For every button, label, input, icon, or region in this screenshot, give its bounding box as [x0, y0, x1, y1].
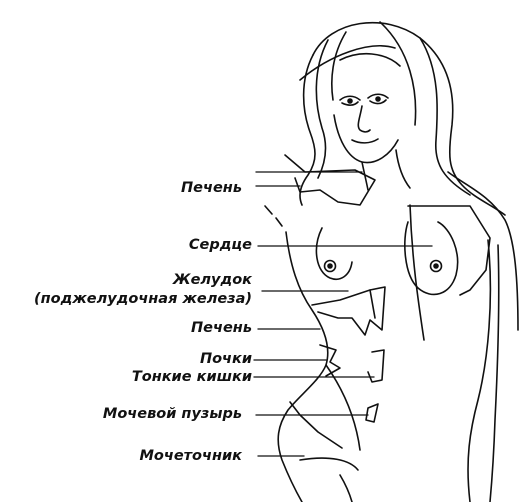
label-liver: Печень	[191, 320, 252, 337]
label-small-intestine: Тонкие кишки	[132, 369, 252, 386]
label-ureter: Мочеточник	[139, 448, 242, 465]
hair-outline	[300, 22, 505, 215]
face-outline	[334, 94, 410, 190]
leader-lines	[254, 172, 432, 456]
label-kidneys: Почки	[200, 351, 252, 368]
label-liver-top: Печень	[181, 180, 242, 197]
organ-outlines	[285, 155, 490, 448]
label-bladder: Мочевой пузырь	[103, 406, 242, 423]
label-pancreas: (поджелудочная железа)	[34, 291, 252, 308]
label-heart: Сердце	[189, 237, 252, 254]
label-stomach: Желудок	[173, 272, 252, 289]
